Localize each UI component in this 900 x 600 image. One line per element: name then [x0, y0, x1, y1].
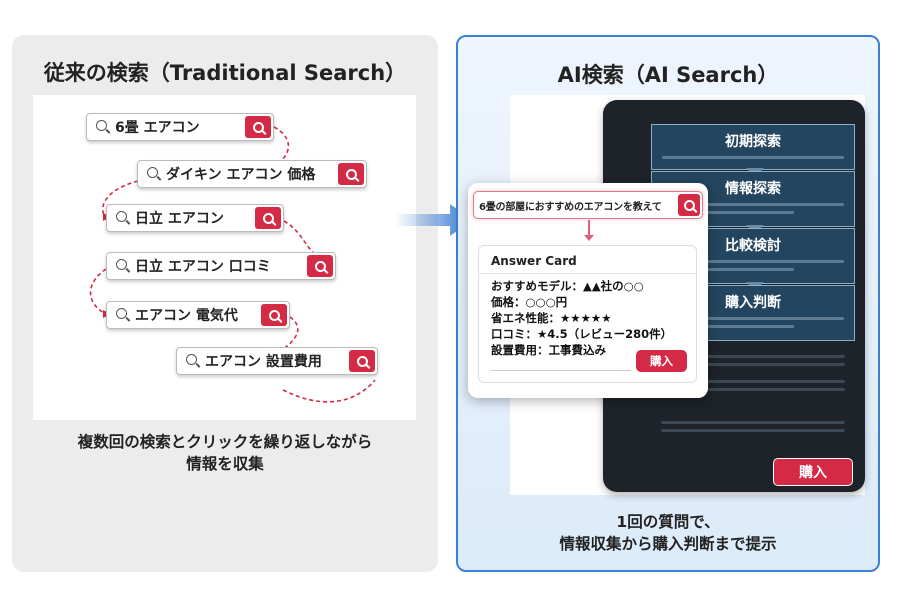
- search-query: 日立 エアコン 口コミ: [135, 259, 271, 275]
- caption-line: 情報を収集: [186, 455, 264, 473]
- search-icon: [268, 309, 280, 321]
- search-query: エアコン 電気代: [135, 308, 238, 324]
- search-query: ダイキン エアコン 価格: [166, 167, 316, 183]
- caption-line: 情報収集から購入判断まで提示: [559, 535, 777, 553]
- search-bar[interactable]: エアコン 設置費用: [176, 347, 378, 375]
- search-button[interactable]: [338, 163, 364, 185]
- search-icon: [107, 307, 135, 323]
- ai-answer-popup: 6畳の部屋におすすめのエアコンを教えて Answer Card おすすめモデル：…: [468, 183, 708, 398]
- arrow-down-icon: [584, 235, 594, 241]
- buy-button[interactable]: 購入: [636, 350, 687, 372]
- ai-query-input[interactable]: 6畳の部屋におすすめのエアコンを教えて: [473, 191, 703, 219]
- search-icon: [177, 353, 205, 369]
- panel-title: 従来の検索（Traditional Search）: [43, 61, 407, 85]
- search-query: 日立 エアコン: [135, 211, 224, 227]
- search-button[interactable]: [245, 116, 271, 138]
- stage-title: 情報探索: [725, 181, 781, 197]
- caption-line: 複数回の検索とクリックを繰り返しながら: [77, 433, 373, 451]
- search-icon: [345, 168, 357, 180]
- card-line: 省エネ性能：★★★★★: [491, 311, 612, 325]
- transition-arrow-icon: [395, 204, 473, 236]
- search-bar[interactable]: エアコン 電気代: [106, 301, 290, 329]
- stage-title: 購入判断: [725, 295, 781, 311]
- search-icon: [107, 210, 135, 226]
- caption-line: 1回の質問で、: [616, 513, 720, 531]
- blurred-details: [651, 350, 855, 450]
- search-icon: [252, 121, 264, 133]
- search-button[interactable]: [307, 255, 333, 277]
- flow-arrow: [101, 180, 139, 218]
- search-icon: [356, 355, 368, 367]
- search-icon: [314, 260, 326, 272]
- card-title: Answer Card: [479, 246, 696, 274]
- answer-card: Answer Card おすすめモデル：▲▲社の○○ 価格：○○○円 省エネ性能…: [478, 245, 697, 383]
- search-button[interactable]: [349, 350, 375, 372]
- stage-initial-exploration: 初期探索: [651, 124, 855, 170]
- flow-arrow: [282, 379, 376, 403]
- search-query: 6畳 エアコン: [115, 120, 200, 136]
- search-bar[interactable]: 6畳 エアコン: [86, 113, 274, 141]
- card-line: 価格：○○○円: [491, 295, 568, 309]
- stage-title: 初期探索: [725, 134, 781, 150]
- search-bar[interactable]: ダイキン エアコン 価格: [137, 160, 367, 188]
- search-icon: [107, 258, 135, 274]
- search-button[interactable]: [255, 207, 281, 229]
- search-bar[interactable]: 日立 エアコン: [106, 204, 284, 232]
- search-icon: [138, 166, 166, 182]
- flow-arrow: [264, 316, 299, 362]
- traditional-search-panel: 従来の検索（Traditional Search） 6畳 エアコン ダイキン エ…: [12, 35, 438, 572]
- divider: [491, 370, 631, 371]
- search-icon: [87, 119, 115, 135]
- query-text: 6畳の部屋におすすめのエアコンを教えて: [479, 201, 662, 213]
- stage-title: 比較検討: [725, 238, 781, 254]
- card-line: 口コミ：★4.5（レビュー280件）: [491, 327, 673, 341]
- search-button[interactable]: [678, 194, 700, 216]
- card-line: 設置費用：工事費込み: [491, 343, 606, 357]
- connector-line: [588, 220, 590, 237]
- search-bar[interactable]: 日立 エアコン 口コミ: [106, 252, 336, 280]
- flow-arrow: [89, 268, 107, 315]
- panel-title: AI検索（AI Search）: [557, 63, 779, 87]
- card-line: おすすめモデル：▲▲社の○○: [491, 279, 644, 293]
- search-icon: [683, 199, 695, 211]
- search-button[interactable]: [261, 304, 287, 326]
- search-icon: [262, 212, 274, 224]
- search-query: エアコン 設置費用: [205, 354, 322, 370]
- tablet-buy-button[interactable]: 購入: [773, 458, 853, 486]
